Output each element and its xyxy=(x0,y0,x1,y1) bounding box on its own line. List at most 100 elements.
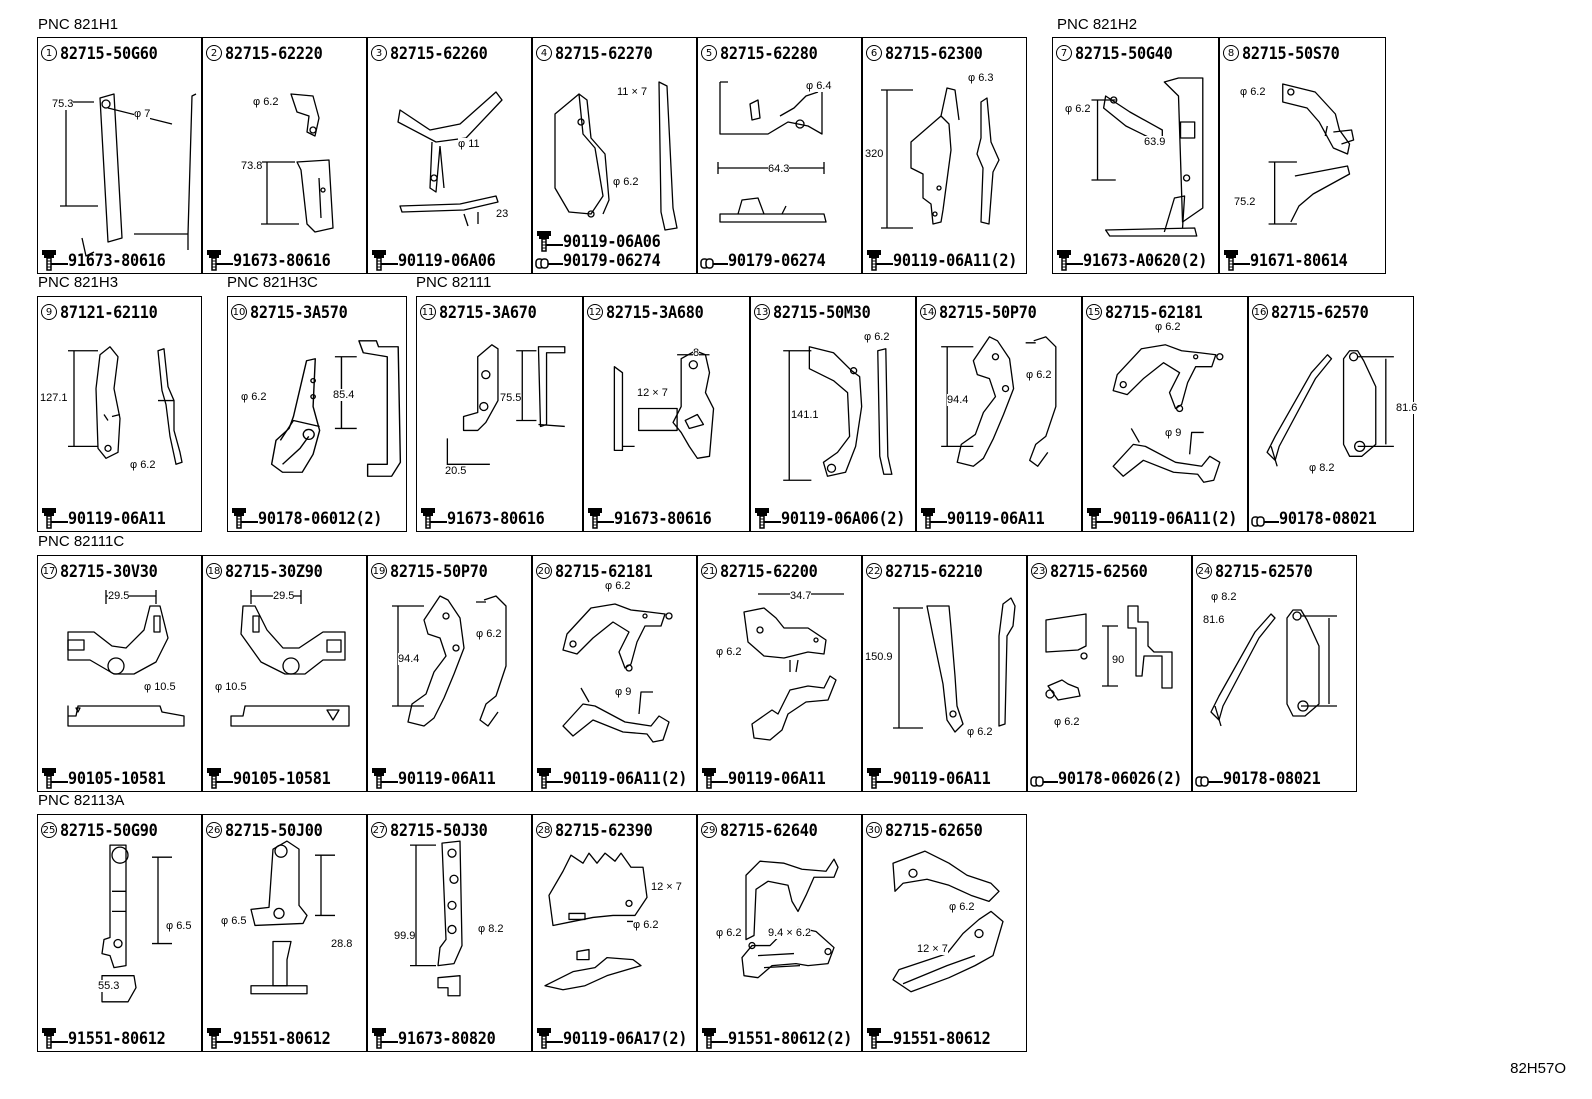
bolt-fastener[interactable]: 90119-06A11 xyxy=(865,767,999,789)
part-number[interactable]: 82715-62270 xyxy=(555,43,653,63)
part-number[interactable]: 82715-30V30 xyxy=(60,561,158,581)
part-number[interactable]: 82715-62200 xyxy=(720,561,818,581)
bolt-fastener[interactable]: 91673-80820 xyxy=(370,1027,504,1049)
bolt-fastener[interactable]: 90119-06A11 xyxy=(370,767,504,789)
clip-fastener[interactable]: 90178-08021 xyxy=(1251,507,1385,529)
part-number[interactable]: 82715-50J30 xyxy=(390,820,488,840)
dimension-label: φ 6.2 xyxy=(476,628,502,640)
part-number[interactable]: 82715-62260 xyxy=(390,43,488,63)
part-number[interactable]: 82715-3A570 xyxy=(250,302,348,322)
item-number: 28 xyxy=(536,822,552,838)
bracket-drawing xyxy=(397,91,503,227)
bolt-fastener[interactable]: 90105-10581 xyxy=(205,767,339,789)
clip-fastener[interactable]: 90179-06274 xyxy=(535,249,669,271)
part-number[interactable]: 82715-62210 xyxy=(885,561,983,581)
part-number[interactable]: 82715-62220 xyxy=(225,43,323,63)
part-number[interactable]: 82715-62650 xyxy=(885,820,983,840)
bolt-fastener[interactable]: 91673-80616 xyxy=(40,249,174,271)
bolt-fastener[interactable]: 90119-06A06(2) xyxy=(753,507,916,529)
part-number[interactable]: 82715-50J00 xyxy=(225,820,323,840)
part-number[interactable]: 82715-62300 xyxy=(885,43,983,63)
bolt-fastener[interactable]: 90178-06012(2) xyxy=(230,507,393,529)
fastener-part-number: 90178-08021 xyxy=(1279,508,1377,528)
part-number[interactable]: 82715-62570 xyxy=(1271,302,1369,322)
item-number: 6 xyxy=(866,45,882,61)
part-number[interactable]: 82715-62390 xyxy=(555,820,653,840)
bolt-fastener[interactable]: 90119-06A11 xyxy=(700,767,834,789)
part-number[interactable]: 82715-50S70 xyxy=(1242,43,1340,63)
bolt-fastener[interactable]: 90119-06A11 xyxy=(40,507,174,529)
bolt-fastener[interactable]: 91673-A0620(2) xyxy=(1055,249,1218,271)
bolt-fastener[interactable]: 90105-10581 xyxy=(40,767,174,789)
bolt-fastener[interactable]: 91671-80614 xyxy=(1222,249,1356,271)
clip-fastener[interactable]: 90178-06026(2) xyxy=(1030,767,1193,789)
part-number[interactable]: 82715-30Z90 xyxy=(225,561,323,581)
bolt-fastener[interactable]: 90119-06A11(2) xyxy=(535,767,698,789)
part-number[interactable]: 82715-62560 xyxy=(1050,561,1148,581)
clip-fastener[interactable]: 90178-08021 xyxy=(1195,767,1329,789)
part-number[interactable]: 82715-50M30 xyxy=(773,302,871,322)
bolt-fastener[interactable]: 91551-80612 xyxy=(205,1027,339,1049)
bolt-fastener[interactable]: 90119-06A17(2) xyxy=(535,1027,698,1049)
bolt-fastener[interactable]: 91551-80612 xyxy=(40,1027,174,1049)
bolt-fastener[interactable]: 90119-06A11(2) xyxy=(1085,507,1248,529)
part-number[interactable]: 82715-50P70 xyxy=(939,302,1037,322)
part-number[interactable]: 82715-50G90 xyxy=(60,820,158,840)
bolt-icon xyxy=(867,250,893,271)
clip-fastener[interactable]: 90179-06274 xyxy=(700,249,834,271)
part-number[interactable]: 87121-62110 xyxy=(60,302,158,322)
bolt-fastener[interactable]: 91673-80616 xyxy=(205,249,339,271)
bolt-fastener[interactable]: 90119-06A06 xyxy=(370,249,504,271)
part-number[interactable]: 82715-62280 xyxy=(720,43,818,63)
part-number[interactable]: 82715-50P70 xyxy=(390,561,488,581)
bolt-fastener[interactable]: 91673-80616 xyxy=(419,507,553,529)
part-number[interactable]: 82715-62570 xyxy=(1215,561,1313,581)
bolt-fastener[interactable]: 91673-80616 xyxy=(586,507,720,529)
part-number[interactable]: 82715-50G60 xyxy=(60,43,158,63)
part-number[interactable]: 82715-3A670 xyxy=(439,302,537,322)
dimension-label: φ 6.2 xyxy=(1026,369,1052,381)
bolt-fastener[interactable]: 90119-06A11(2) xyxy=(865,249,1028,271)
bolt-fastener[interactable]: 90119-06A06 xyxy=(535,230,669,252)
bolt-fastener[interactable]: 91551-80612 xyxy=(865,1027,999,1049)
bolt-fastener[interactable]: 91551-80612(2) xyxy=(700,1027,863,1049)
part-number[interactable]: 82715-50G40 xyxy=(1075,43,1173,63)
part-number[interactable]: 82715-62640 xyxy=(720,820,818,840)
dimension-label: 127.1 xyxy=(40,392,68,404)
item-number: 17 xyxy=(41,563,57,579)
part-number[interactable]: 82715-62181 xyxy=(1105,302,1203,322)
bolt-fastener[interactable]: 90119-06A11 xyxy=(919,507,1053,529)
part-number[interactable]: 82715-3A680 xyxy=(606,302,704,322)
part-number[interactable]: 82715-62181 xyxy=(555,561,653,581)
